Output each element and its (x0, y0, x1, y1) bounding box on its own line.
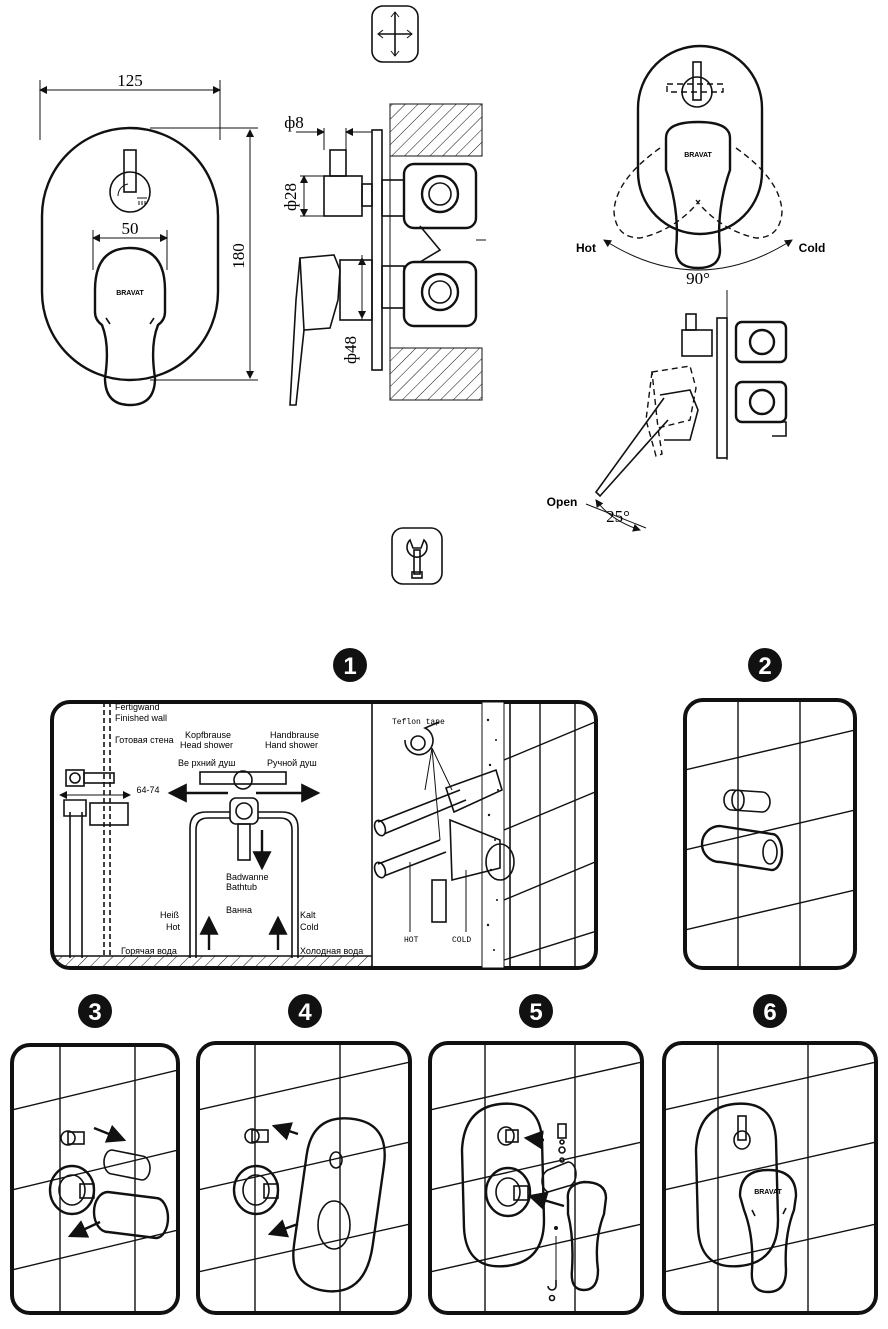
svg-text:3: 3 (88, 999, 101, 1026)
step-number-5: 5 (519, 994, 553, 1028)
step-number-1: 1 (333, 648, 367, 682)
rotation-brand-logo: BRAVAT (684, 152, 712, 159)
svg-text:6: 6 (763, 999, 776, 1026)
hot-pipe-label: HOT (404, 936, 419, 945)
finished-wall-ru: Готовая стена (115, 735, 174, 745)
rotation-view-drawing: BRAVAT Hot Cold 90° (576, 44, 826, 288)
bathtub-ru: Ванна (226, 905, 252, 915)
wrench-icon (391, 527, 443, 585)
side-view-drawing: ф8 ф28 ф48 (281, 103, 486, 406)
height-dimension: 180 (229, 243, 248, 269)
head-shower-ru: Ве рхний душ (178, 758, 235, 768)
center-lever (664, 120, 732, 270)
dimensions-symbol-icon (371, 5, 419, 63)
step-4-panel (196, 1041, 412, 1315)
bathtub-de: Badwanne (226, 872, 269, 882)
rotation-angle-label: 90° (686, 269, 710, 288)
hand-shower-en: Hand shower (265, 740, 318, 750)
width-dimension: 125 (117, 71, 143, 90)
finished-wall-de: Fertigwand (115, 702, 160, 712)
svg-text:2: 2 (758, 653, 771, 680)
cold-en: Cold (300, 922, 319, 932)
svg-text:5: 5 (529, 999, 542, 1026)
hand-shower-de: Handbrause (270, 730, 319, 740)
step6-brand-logo: BRAVAT (754, 1189, 782, 1196)
step-1-panel: 64-74 Fertigwand Finished wall Готовая с… (50, 700, 598, 970)
installation-depth-label: 64-74 (136, 785, 159, 795)
brand-logo: BRAVAT (116, 290, 144, 297)
svg-text:4: 4 (298, 999, 312, 1026)
svg-text:1: 1 (343, 653, 356, 680)
teflon-tape-label: Teflon tape (392, 718, 445, 727)
step-number-2: 2 (748, 648, 782, 682)
lever-width-dimension: 50 (122, 219, 139, 238)
diverter-knob (109, 171, 151, 213)
mixer-lever (93, 246, 167, 407)
step-3-panel (10, 1043, 180, 1315)
step-number-3: 3 (78, 994, 112, 1028)
step-5-panel (428, 1041, 644, 1315)
hand-shower-ru: Ручной душ (267, 758, 317, 768)
step-number-4: 4 (288, 994, 322, 1028)
hot-direction-label: Hot (576, 241, 596, 255)
open-angle-label: 25° (606, 507, 630, 526)
step-number-6: 6 (753, 994, 787, 1028)
finished-wall-en: Finished wall (115, 713, 167, 723)
handle-diameter: ф48 (341, 336, 360, 364)
head-shower-en: Head shower (180, 740, 233, 750)
open-label: Open (547, 495, 578, 509)
spindle-diameter: ф8 (284, 113, 304, 132)
cold-direction-label: Cold (799, 241, 826, 255)
diverter-diameter: ф28 (281, 183, 300, 211)
cold-pipe-label: COLD (452, 936, 471, 945)
cold-ru: Холодная вода (300, 946, 363, 956)
hot-en: Hot (166, 922, 181, 932)
open-view-drawing: Open 25° (547, 290, 788, 532)
cold-de: Kalt (300, 910, 316, 920)
step-6-panel: BRAVAT (662, 1041, 878, 1315)
hot-de: Heiß (160, 910, 180, 920)
bathtub-en: Bathtub (226, 882, 257, 892)
front-view-drawing: 125 180 50 BRAVAT (39, 71, 258, 407)
cover-plate (40, 126, 220, 382)
hot-ru: Горячая вода (121, 946, 177, 956)
step-2-panel (683, 698, 857, 970)
head-shower-de: Kopfbrause (185, 730, 231, 740)
